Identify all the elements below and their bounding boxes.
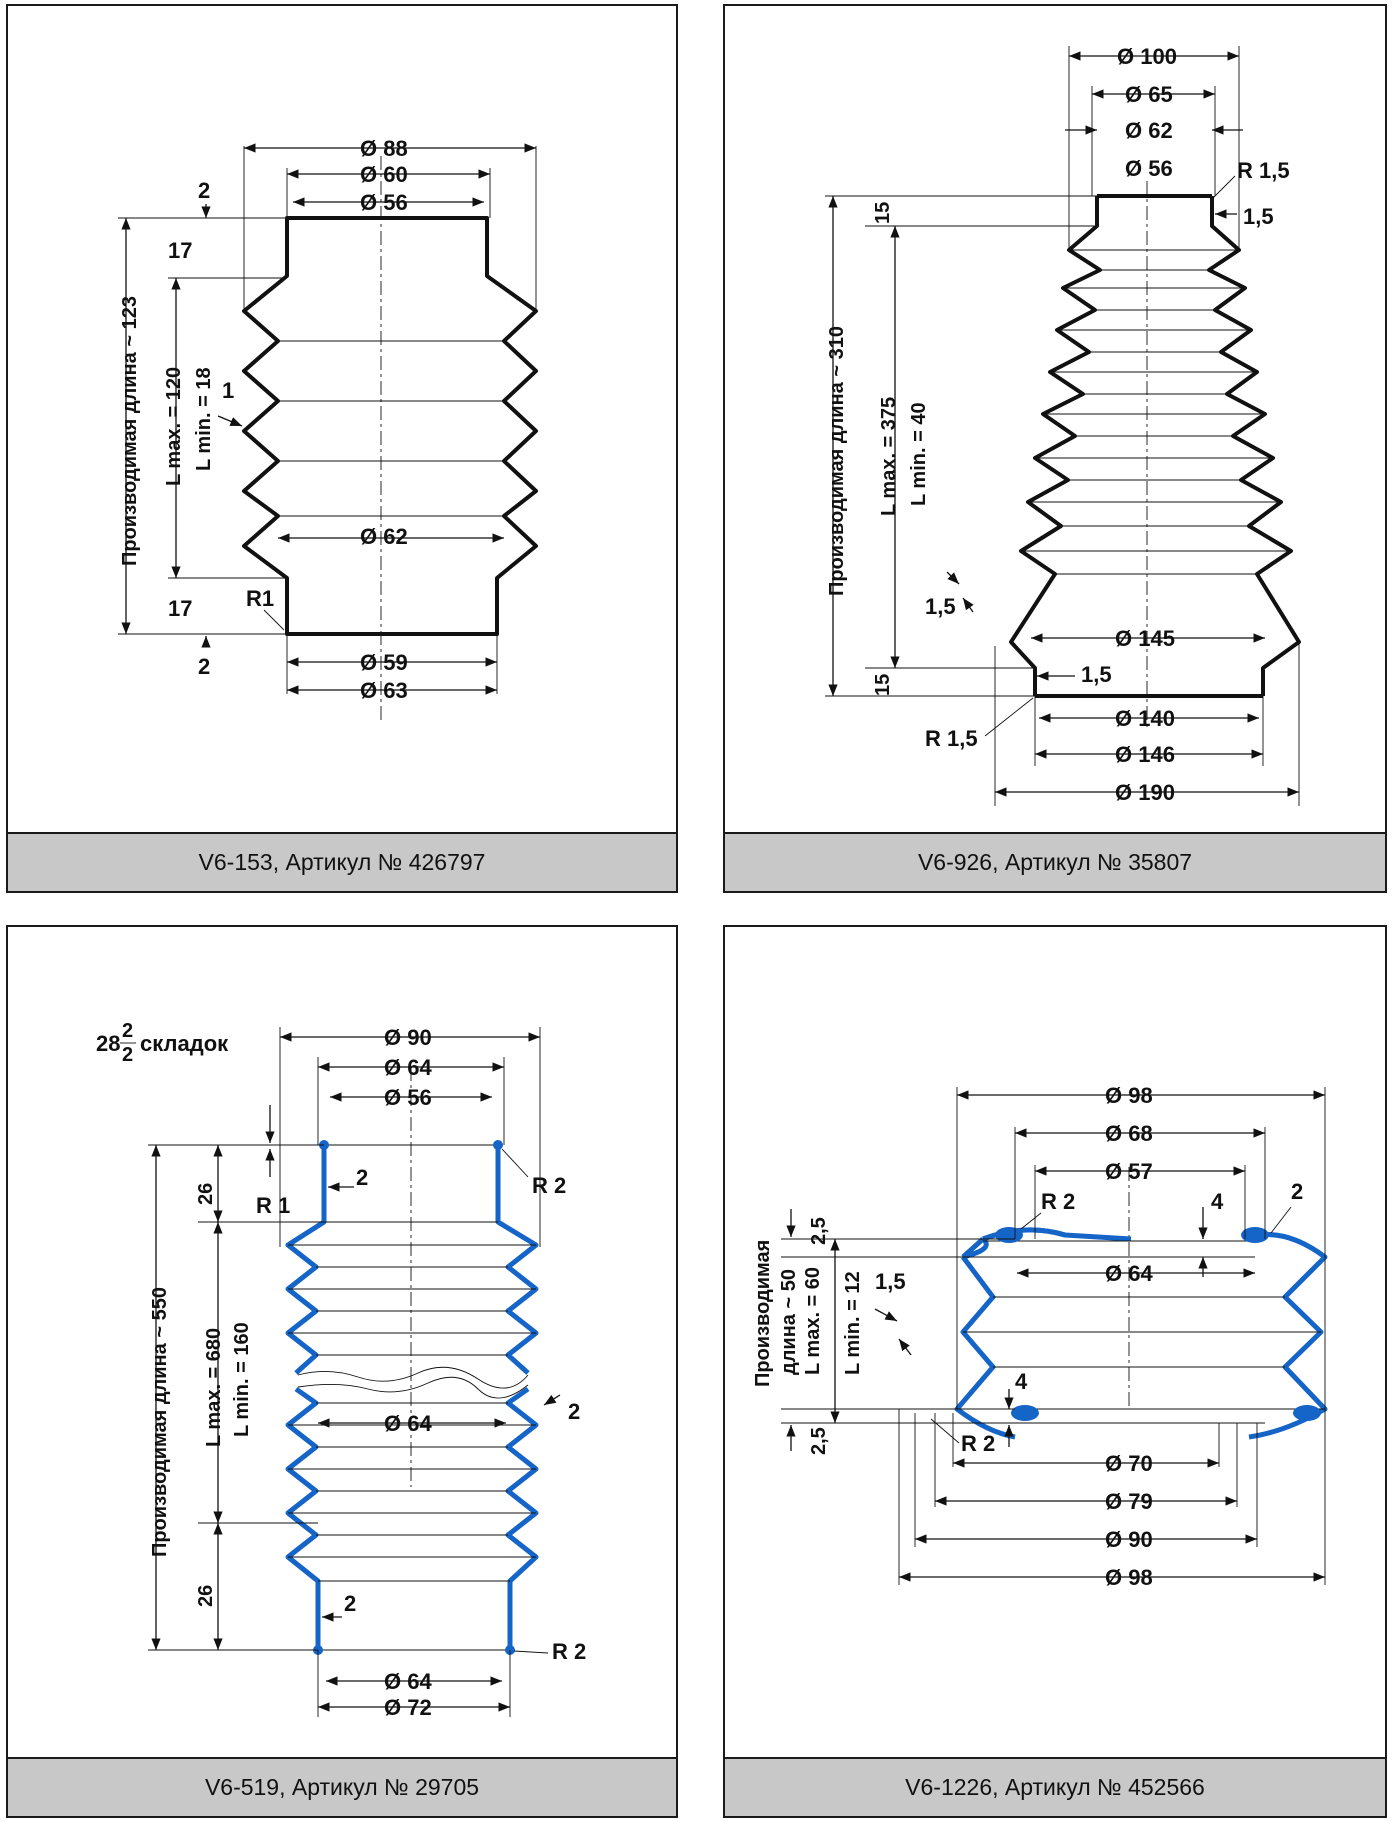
- label-gap-top: 2,5: [808, 1217, 830, 1245]
- label-r-top-left: R 1: [256, 1193, 290, 1218]
- label-d70: Ø 70: [1105, 1451, 1153, 1476]
- panel-caption: V6-153, Артикул № 426797: [8, 832, 676, 891]
- drawing-panel-v6-519: 28 2 2 складок Ø 90 Ø 64 Ø 56: [6, 925, 678, 1818]
- label-d68: Ø 68: [1105, 1121, 1153, 1146]
- label-d98-top: Ø 98: [1105, 1083, 1153, 1108]
- label-lmax: L max. = 60: [802, 1267, 824, 1375]
- bellows-drawing: Ø 88 Ø 60 Ø 56 Производимая длина ~ 123 …: [118, 136, 538, 721]
- label-d64-top: Ø 64: [384, 1055, 432, 1080]
- label-collar-top: 26: [195, 1183, 217, 1205]
- label-production-length: Производимая длина ~ 550: [149, 1287, 171, 1557]
- label-d140: Ø 140: [1115, 706, 1175, 731]
- label-production-length: Производимая длина ~ 123: [119, 296, 141, 566]
- label-r-bottom: R 2: [552, 1639, 586, 1664]
- label-folds-count: 28: [96, 1031, 120, 1056]
- label-length-line2: длина ~ 50: [778, 1269, 800, 1375]
- panel-caption: V6-926, Артикул № 35807: [725, 832, 1385, 891]
- bellows-drawing: Ø 100 Ø 65 Ø 62 Ø 56 R 1,5 1,5 Производи…: [825, 44, 1301, 806]
- label-folds-word: складок: [140, 1031, 229, 1056]
- bellows-outline: [1009, 196, 1301, 696]
- label-d56: Ø 56: [384, 1085, 432, 1110]
- label-lmax: L max. = 680: [203, 1328, 225, 1447]
- label-four-bottom: 4: [1015, 1369, 1028, 1394]
- label-d72: Ø 72: [384, 1695, 432, 1720]
- label-wall-bottom: 1,5: [1081, 662, 1112, 687]
- label-d90: Ø 90: [1105, 1527, 1153, 1552]
- bellows-drawing: 28 2 2 складок Ø 90 Ø 64 Ø 56: [96, 1020, 586, 1720]
- label-collar-bottom: 26: [195, 1585, 217, 1607]
- label-d56: Ø 56: [1125, 156, 1173, 181]
- label-collar-top: 17: [168, 238, 192, 263]
- label-wall-top: 1,5: [1243, 204, 1274, 229]
- label-d63: Ø 63: [360, 678, 408, 703]
- label-lmin: L min. = 160: [231, 1322, 253, 1437]
- label-r-top: R 1,5: [1237, 158, 1290, 183]
- label-d79: Ø 79: [1105, 1489, 1153, 1514]
- drawing-panel-v6-1226: Ø 98 Ø 68 Ø 57 R 2 4 2 Ø 64 2,5 2,5 Прои…: [723, 925, 1387, 1818]
- bellows-outline-left: [242, 216, 538, 636]
- label-radius: R1: [246, 586, 274, 611]
- label-length-line1: Производимая: [752, 1240, 774, 1387]
- label-r-top-right: R 2: [532, 1173, 566, 1198]
- label-collar-bottom: 15: [872, 674, 894, 696]
- label-fold-thickness: 1,5: [875, 1269, 906, 1294]
- label-collar-bottom: 17: [168, 596, 192, 621]
- label-lmin: L min. = 40: [908, 402, 930, 506]
- label-lmin: L min. = 18: [193, 367, 215, 471]
- label-folds-num: 2: [122, 1020, 133, 1042]
- label-r-bottom: R 2: [961, 1431, 995, 1456]
- bellows-outline: [285, 1145, 539, 1650]
- label-fold-thickness: 2: [568, 1399, 580, 1424]
- label-fold-thickness: 1: [222, 378, 234, 403]
- drawing-panel-v6-153: Ø 88 Ø 60 Ø 56 Производимая длина ~ 123 …: [6, 4, 678, 893]
- label-wall-bottom: 2: [344, 1591, 356, 1616]
- label-r-bottom: R 1,5: [925, 726, 978, 751]
- label-wall-top: 2: [356, 1165, 368, 1190]
- label-d62: Ø 62: [1125, 118, 1173, 143]
- label-d59: Ø 59: [360, 650, 408, 675]
- panel-caption: V6-519, Артикул № 29705: [8, 1757, 676, 1816]
- label-folds-den: 2: [122, 1044, 133, 1066]
- label-d64: Ø 64: [1105, 1261, 1153, 1286]
- label-d146: Ø 146: [1115, 742, 1175, 767]
- label-d56: Ø 56: [360, 190, 408, 215]
- label-four-top: 4: [1211, 1189, 1224, 1214]
- label-d65: Ø 65: [1125, 82, 1173, 107]
- label-two-right: 2: [1291, 1179, 1303, 1204]
- label-d145: Ø 145: [1115, 626, 1175, 651]
- label-d57: Ø 57: [1105, 1159, 1153, 1184]
- label-d60: Ø 60: [360, 162, 408, 187]
- bellows-drawing: Ø 98 Ø 68 Ø 57 R 2 4 2 Ø 64 2,5 2,5 Прои…: [752, 1083, 1328, 1590]
- label-lmax: L max. = 375: [878, 397, 900, 516]
- label-gap-bottom: 2,5: [808, 1427, 830, 1455]
- label-d98-bottom: Ø 98: [1105, 1565, 1153, 1590]
- label-wall-bottom: 2: [198, 654, 210, 679]
- label-r-top: R 2: [1041, 1189, 1075, 1214]
- label-d62: Ø 62: [360, 524, 408, 549]
- label-collar-top: 15: [872, 202, 894, 224]
- label-production-length: Производимая длина ~ 310: [826, 326, 848, 596]
- panel-caption: V6-1226, Артикул № 452566: [725, 1757, 1385, 1816]
- label-d64-mid: Ø 64: [384, 1411, 432, 1436]
- label-wall-top: 2: [198, 178, 210, 203]
- drawing-panel-v6-926: Ø 100 Ø 65 Ø 62 Ø 56 R 1,5 1,5 Производи…: [723, 4, 1387, 893]
- label-d90: Ø 90: [384, 1025, 432, 1050]
- label-lmin: L min. = 12: [842, 1271, 864, 1375]
- label-d100: Ø 100: [1117, 44, 1177, 69]
- label-lmax: L max. = 120: [163, 367, 185, 486]
- label-d88: Ø 88: [360, 136, 408, 161]
- label-fold-thickness: 1,5: [925, 594, 956, 619]
- label-d190: Ø 190: [1115, 780, 1175, 805]
- label-d64-bottom: Ø 64: [384, 1669, 432, 1694]
